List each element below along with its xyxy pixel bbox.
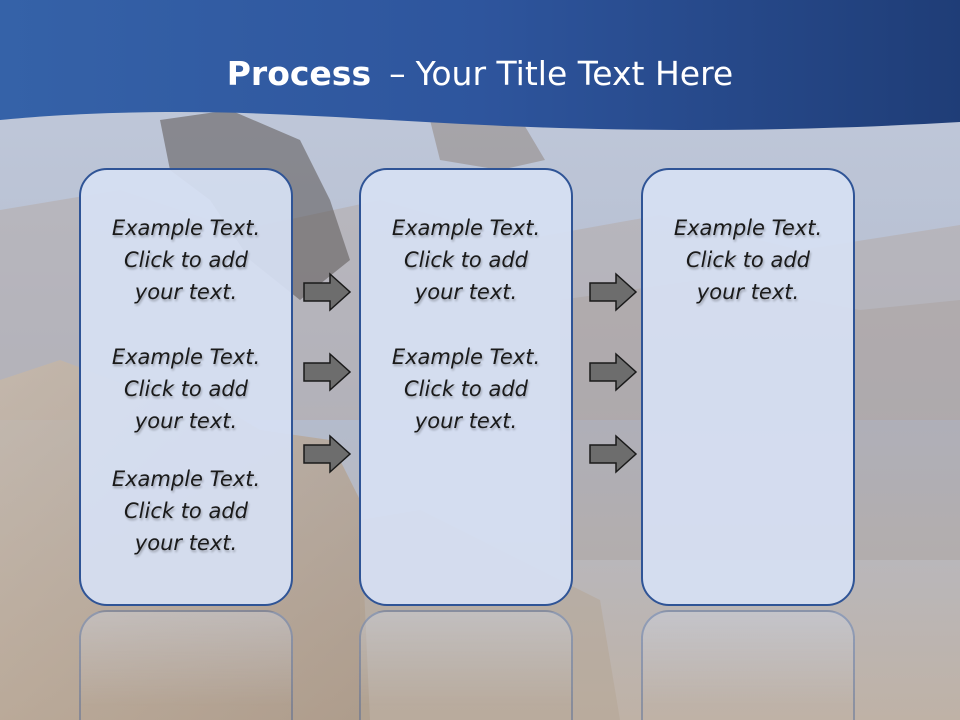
text-item[interactable]: Example Text. Click to add your text. bbox=[111, 345, 261, 433]
text-item[interactable]: Example Text. Click to add your text. bbox=[391, 345, 541, 433]
text-item[interactable]: Example Text. Click to add your text. bbox=[111, 216, 261, 304]
box-reflection bbox=[641, 610, 855, 720]
arrow-right-icon bbox=[589, 352, 638, 392]
text-item[interactable]: Example Text. Click to add your text. bbox=[673, 216, 823, 304]
process-box-3[interactable]: Example Text. Click to add your text. bbox=[641, 168, 855, 606]
page-title[interactable]: Process–Your Title Text Here bbox=[0, 52, 960, 96]
process-box-1[interactable]: Example Text. Click to add your text. Ex… bbox=[79, 168, 293, 606]
title-bold: Process bbox=[226, 54, 372, 93]
arrow-right-icon bbox=[589, 272, 638, 312]
title-band bbox=[0, 0, 960, 130]
arrow-right-icon bbox=[589, 434, 638, 474]
title-text: Your Title Text Here bbox=[415, 54, 734, 93]
box-reflection bbox=[79, 610, 293, 720]
title-separator: – bbox=[389, 54, 406, 93]
text-item[interactable]: Example Text. Click to add your text. bbox=[111, 467, 261, 555]
process-box-2[interactable]: Example Text. Click to add your text. Ex… bbox=[359, 168, 573, 606]
arrow-right-icon bbox=[303, 434, 352, 474]
arrow-right-icon bbox=[303, 352, 352, 392]
text-item[interactable]: Example Text. Click to add your text. bbox=[391, 216, 541, 304]
box-reflection bbox=[359, 610, 573, 720]
arrow-right-icon bbox=[303, 272, 352, 312]
